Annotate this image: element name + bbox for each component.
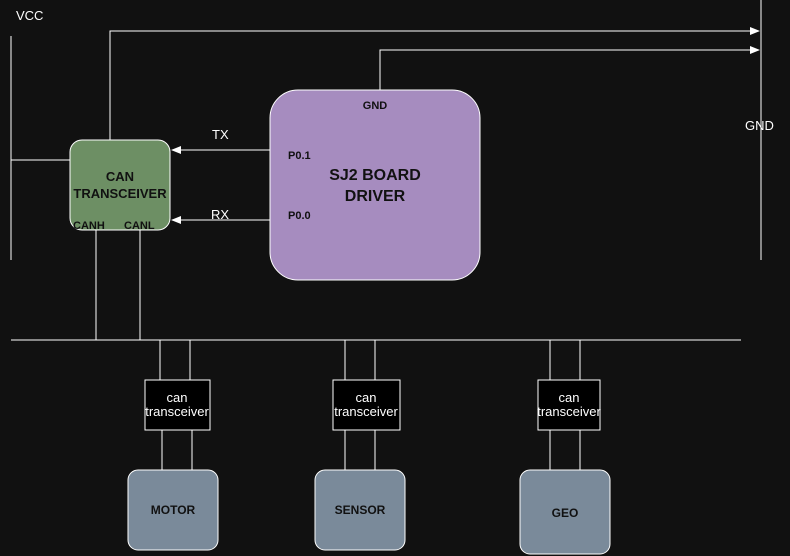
sj2-gnd-wire [379, 46, 760, 90]
canh-pin-label: CANH [73, 220, 105, 232]
can-transceiver-title-line1: CAN [106, 169, 134, 184]
geo-transceiver-label-line1: can [559, 390, 580, 405]
transceiver-top-wire [109, 27, 760, 140]
p00-pin-label: P0.0 [288, 210, 311, 222]
vcc-label: VCC [16, 8, 43, 23]
can-transceiver-title-line2: TRANSCEIVER [73, 186, 167, 201]
geo-can-transceiver-box[interactable] [537, 379, 601, 431]
sensor-can-transceiver-box[interactable] [332, 379, 401, 431]
gnd-label: GND [745, 118, 774, 133]
sj2-board-box[interactable] [269, 89, 481, 281]
can-transceiver-box[interactable] [69, 139, 171, 231]
geo-node-label: GEO [552, 506, 579, 520]
tx-label: TX [212, 127, 229, 142]
motor-can-transceiver-box[interactable] [144, 379, 211, 431]
motor-node-box[interactable] [127, 469, 219, 551]
motor-transceiver-label-line1: can [167, 390, 188, 405]
geo-node-box[interactable] [519, 469, 611, 555]
canl-pin-label: CANL [124, 220, 155, 232]
sj2-board-title-line1: SJ2 BOARD [329, 167, 421, 184]
sj2-board-title-line2: DRIVER [345, 188, 406, 205]
sensor-node-label: SENSOR [335, 503, 386, 517]
sensor-transceiver-label-line1: can [356, 390, 377, 405]
sensor-transceiver-label-line2: transceiver [334, 404, 398, 419]
geo-transceiver-label-line2: transceiver [537, 404, 601, 419]
sensor-node-box[interactable] [314, 469, 406, 551]
motor-transceiver-label-line2: transceiver [145, 404, 209, 419]
p01-pin-label: P0.1 [288, 150, 311, 162]
rx-label: RX [211, 207, 229, 222]
motor-node-label: MOTOR [151, 503, 196, 517]
sj2-gnd-pin-label: GND [363, 100, 388, 112]
